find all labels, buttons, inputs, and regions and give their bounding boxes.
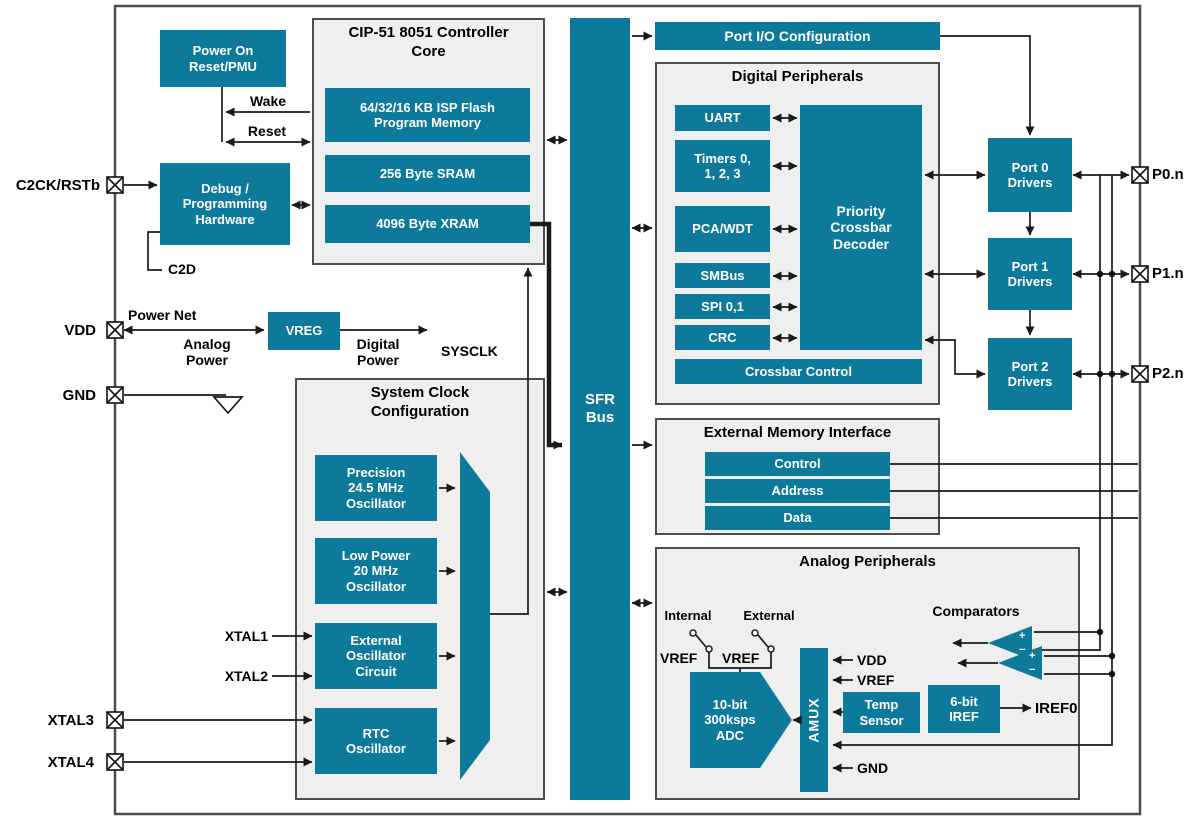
block-vreg: VREG (268, 312, 340, 350)
pin-icon-p1n (1131, 265, 1149, 283)
block-flash: 64/32/16 KB ISP Flash Program Memory (325, 88, 530, 142)
label-reset: Reset (247, 123, 287, 139)
comparator-2-minus: − (1029, 664, 1036, 676)
pin-icon-p0n (1131, 166, 1149, 184)
pin-icon-gnd (106, 386, 124, 404)
block-smbus: SMBus (675, 263, 770, 288)
ground-icon (212, 396, 244, 415)
label-pin-p1n: P1.n (1152, 265, 1184, 282)
label-amux-vdd: VDD (857, 652, 887, 668)
label-pin-vdd: VDD (64, 322, 96, 339)
block-port0-drivers: Port 0 Drivers (988, 138, 1072, 212)
core-title: CIP-51 8051 Controller Core (348, 24, 509, 60)
pin-icon-vdd (106, 321, 124, 339)
label-amux-gnd: GND (857, 760, 889, 776)
label-comparators: Comparators (932, 603, 1020, 619)
label-analog-power: Analog Power (183, 336, 231, 369)
block-lowpower-oscillator: Low Power 20 MHz Oscillator (315, 538, 437, 604)
label-power-net: Power Net (128, 307, 197, 323)
label-iref0: IREF0 (1035, 700, 1078, 717)
pin-icon-c2ck (106, 176, 124, 194)
pin-icon-xtal3 (106, 711, 124, 729)
bar-emif-control: Control (705, 452, 890, 476)
block-port2-drivers: Port 2 Drivers (988, 338, 1072, 410)
block-spi: SPI 0,1 (675, 294, 770, 319)
digital-peripherals-title: Digital Peripherals (731, 68, 864, 85)
pin-icon-p2n (1131, 365, 1149, 383)
bar-emif-address: Address (705, 479, 890, 503)
block-priority-crossbar-decoder: Priority Crossbar Decoder (800, 105, 922, 350)
label-xtal2: XTAL2 (224, 668, 268, 684)
label-amux-vref: VREF (857, 672, 895, 688)
label-external: External (743, 608, 795, 623)
comparator-1-minus: − (1019, 644, 1026, 656)
comparator-2-plus: + (1029, 650, 1036, 662)
amux-label: AMUX (806, 697, 823, 743)
label-pin-p2n: P2.n (1152, 365, 1184, 382)
label-sysclk: SYSCLK (441, 343, 498, 359)
label-digital-power: Digital Power (356, 336, 400, 369)
block-debug-hardware: Debug / Programming Hardware (160, 163, 290, 245)
label-wake: Wake (249, 93, 287, 109)
block-timers: Timers 0, 1, 2, 3 (675, 140, 770, 192)
block-xram: 4096 Byte XRAM (325, 205, 530, 243)
bar-port-io-configuration: Port I/O Configuration (655, 22, 940, 50)
label-vref-left: VREF (660, 650, 698, 666)
block-temp-sensor: Temp Sensor (843, 692, 920, 733)
junction-dots (1096, 270, 1116, 678)
label-vref-right: VREF (722, 650, 760, 666)
label-pin-xtal3: XTAL3 (47, 712, 94, 729)
block-sram: 256 Byte SRAM (325, 155, 530, 192)
bar-crossbar-control: Crossbar Control (675, 359, 922, 384)
label-pin-xtal4: XTAL4 (47, 754, 94, 771)
adc-label: 10-bit 300ksps ADC (704, 696, 756, 743)
block-precision-oscillator: Precision 24.5 MHz Oscillator (315, 455, 437, 521)
comparator-1-plus: + (1019, 630, 1026, 642)
block-port1-drivers: Port 1 Drivers (988, 238, 1072, 310)
label-pin-c2ck-rstb: C2CK/RSTb (15, 177, 100, 194)
emif-title: External Memory Interface (703, 424, 892, 441)
block-power-on-reset: Power On Reset/PMU (160, 30, 286, 87)
block-uart: UART (675, 105, 770, 131)
sfr-bus: SFR Bus (570, 18, 630, 800)
label-xtal1: XTAL1 (224, 628, 268, 644)
block-pca-wdt: PCA/WDT (675, 206, 770, 252)
bar-emif-data: Data (705, 506, 890, 530)
pin-icon-xtal4 (106, 753, 124, 771)
label-pin-p0n: P0.n (1152, 166, 1184, 183)
block-6bit-iref: 6-bit IREF (928, 685, 1000, 733)
block-crc: CRC (675, 325, 770, 350)
analog-peripherals-title: Analog Peripherals (799, 553, 936, 570)
system-clock-title: System Clock Configuration (370, 384, 470, 420)
label-c2d: C2D (168, 261, 197, 277)
label-pin-gnd: GND (62, 387, 96, 404)
label-internal: Internal (664, 608, 712, 623)
amux-bar: AMUX (800, 648, 828, 792)
block-rtc-oscillator: RTC Oscillator (315, 708, 437, 774)
block-external-oscillator: External Oscillator Circuit (315, 623, 437, 689)
